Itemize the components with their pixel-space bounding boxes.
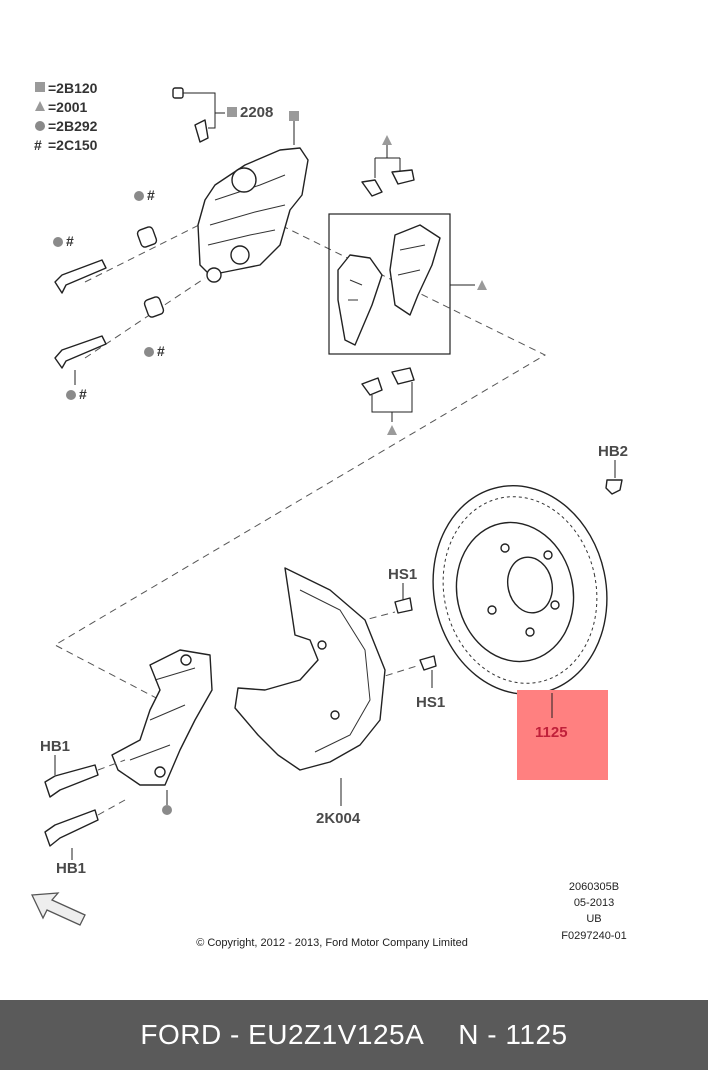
ref-code: 2060305B — [569, 881, 619, 893]
info-block: 2060305B 05-2013 UB F0297240-01 © Copyri… — [196, 881, 627, 949]
legend-code-2001: =2001 — [48, 99, 88, 115]
bleeder-screw: 2208 — [172, 87, 273, 143]
rotor-callout: 1125 — [517, 690, 608, 780]
highlight-box — [517, 690, 608, 780]
legend: =2B120 =2001 =2B292 # =2C150 — [34, 80, 98, 153]
legend-code-2b292: =2B292 — [48, 118, 98, 134]
splash-shield: 2K004 — [234, 567, 386, 827]
figure-code: F0297240-01 — [561, 930, 626, 942]
pad-clips-bottom — [361, 367, 415, 435]
hb1-bolts: HB1 HB1 — [40, 738, 126, 877]
caliper-bracket — [111, 649, 213, 815]
svg-text:#: # — [147, 187, 155, 203]
region-code: UB — [586, 913, 601, 925]
brake-caliper — [197, 111, 309, 283]
hb2-label: HB2 — [598, 443, 628, 460]
hb1-bottom-label: HB1 — [56, 860, 86, 877]
brake-pads — [328, 213, 487, 355]
footer-item-number: N - 1125 — [458, 1019, 568, 1050]
legend-hash-symbol: # — [34, 137, 42, 153]
svg-text:#: # — [79, 386, 87, 402]
legend-circle-symbol — [35, 121, 45, 131]
pad-clips-top — [361, 135, 415, 197]
bleeder-label: 2208 — [240, 104, 273, 121]
part-footer: FORD - EU2Z1V125A N - 1125 — [0, 1000, 708, 1070]
hs1-bolts: HS1 HS1 — [388, 566, 445, 711]
view-arrow — [31, 892, 86, 926]
shield-label: 2K004 — [316, 810, 361, 827]
hs1-top-label: HS1 — [388, 566, 417, 583]
footer-part-number: FORD - EU2Z1V125A — [140, 1019, 425, 1050]
legend-square-symbol — [35, 82, 45, 92]
hb1-top-label: HB1 — [40, 738, 70, 755]
svg-text:#: # — [157, 343, 165, 359]
legend-triangle-symbol — [35, 101, 45, 111]
legend-code-2c150: =2C150 — [48, 137, 98, 153]
exploded-brake-diagram: =2B120 =2001 =2B292 # =2C150 2208 — [31, 80, 628, 949]
hs1-bottom-label: HS1 — [416, 694, 445, 711]
guide-bushings: # # # # — [53, 187, 165, 402]
legend-code-2b120: =2B120 — [48, 80, 98, 96]
hb2-bolt: HB2 — [598, 443, 628, 495]
brake-rotor — [432, 485, 608, 695]
svg-text:#: # — [66, 233, 74, 249]
bleeder-square-symbol — [227, 107, 237, 117]
copyright-text: © Copyright, 2012 - 2013, Ford Motor Com… — [196, 937, 468, 949]
caliper-square-symbol — [289, 111, 299, 121]
rotor-label: 1125 — [535, 724, 568, 741]
date-code: 05-2013 — [574, 897, 614, 909]
